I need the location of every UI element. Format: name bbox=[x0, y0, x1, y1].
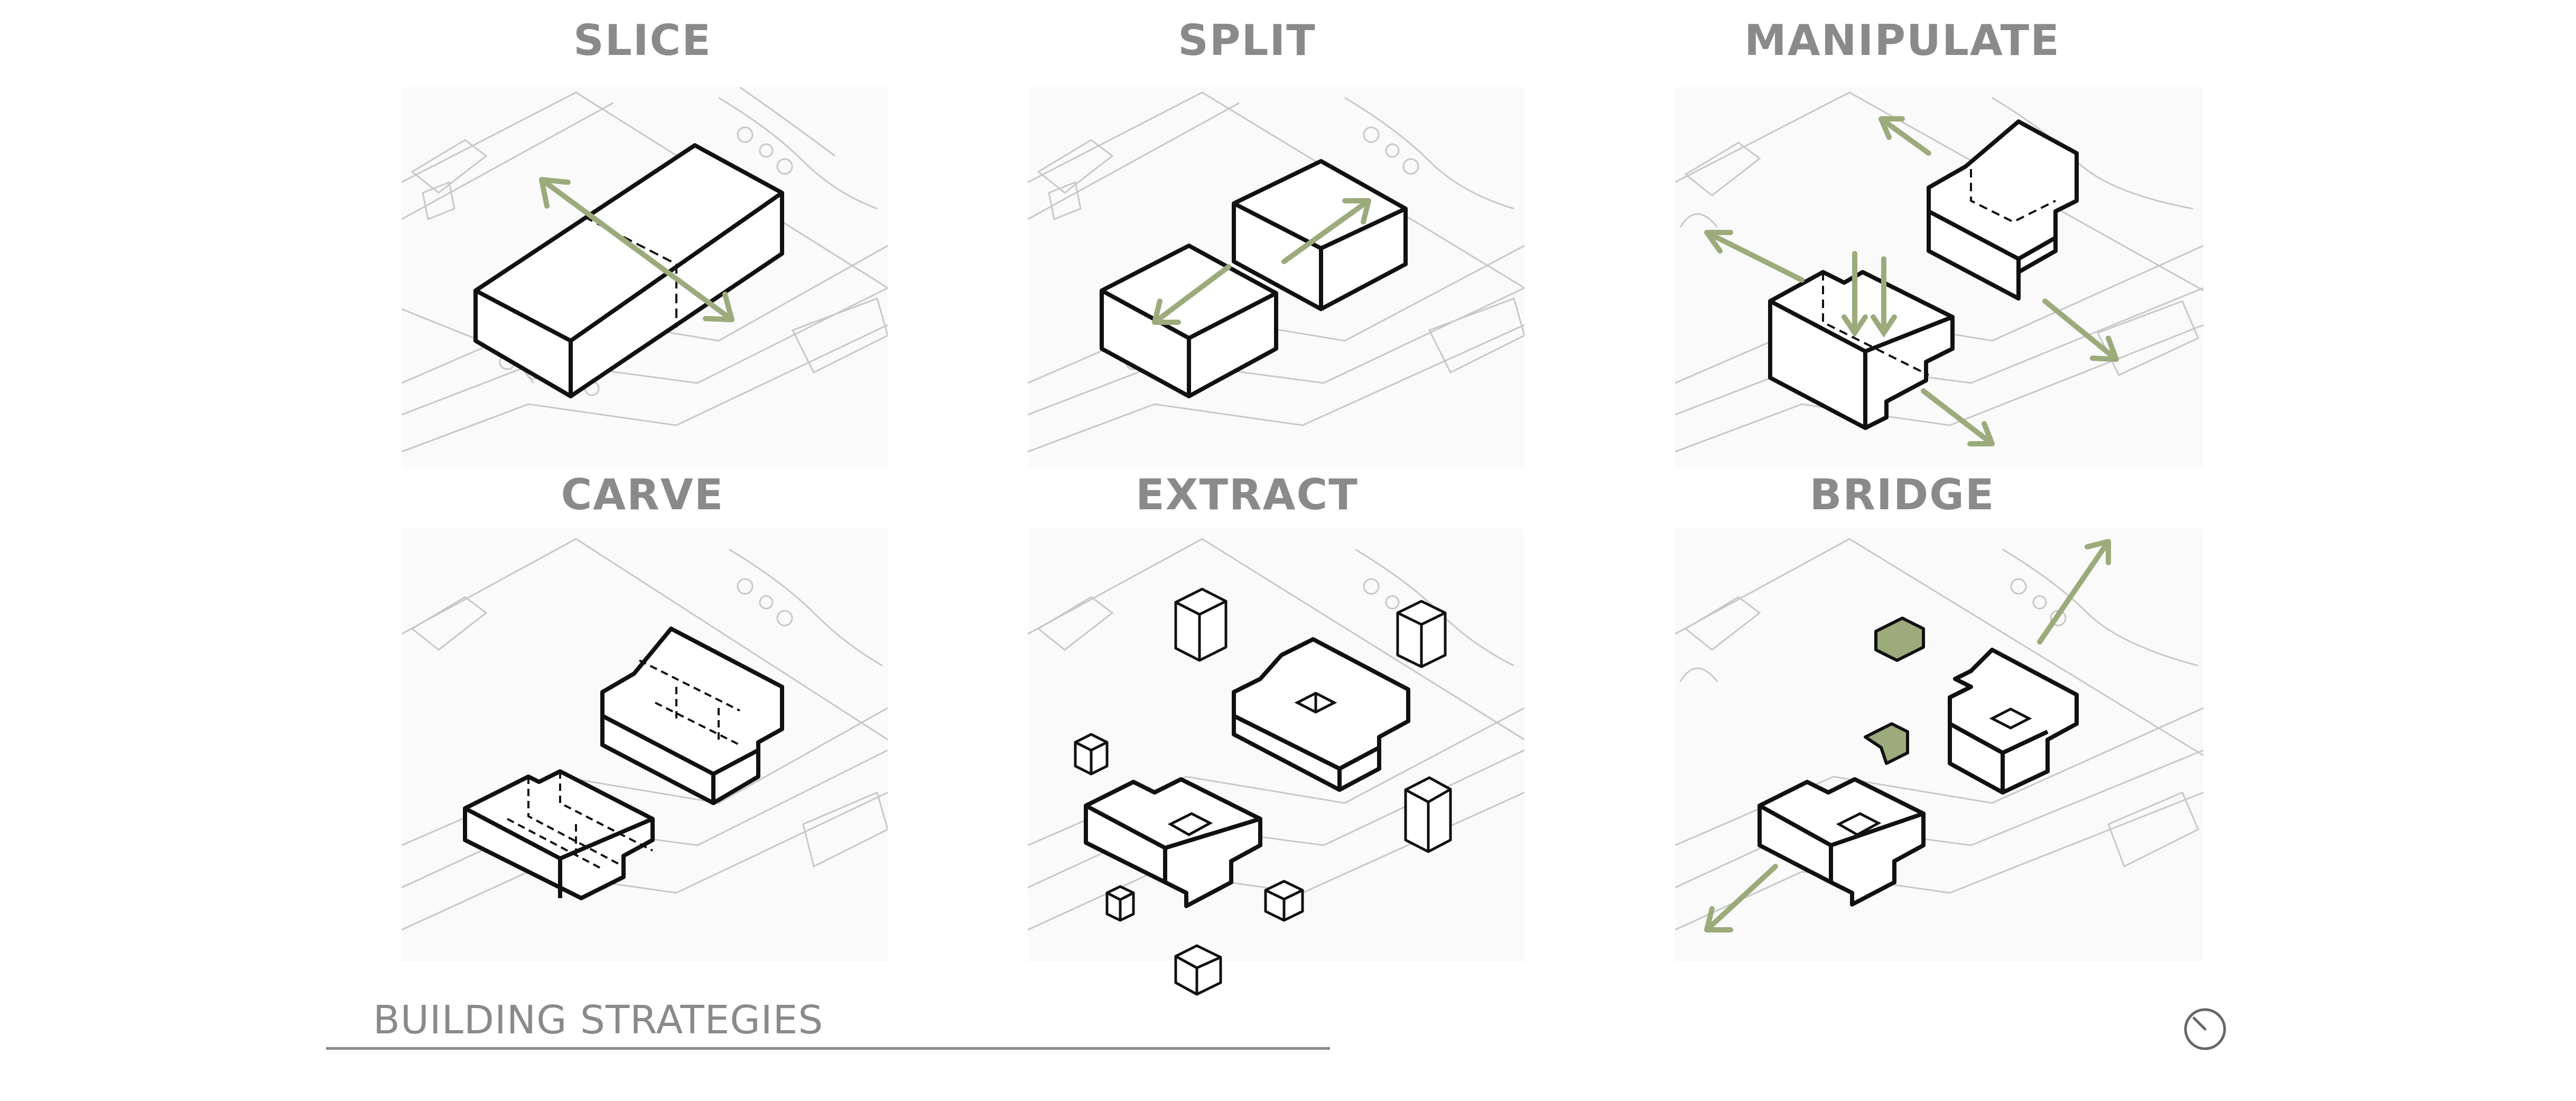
manipulate-dashed bbox=[1822, 169, 2056, 376]
bridge-courtyards bbox=[1836, 707, 2032, 836]
panel-bridge bbox=[1675, 528, 2203, 962]
title-underline bbox=[326, 1047, 1330, 1050]
panel-title-split: SPLIT bbox=[1178, 16, 1316, 65]
manipulate-mass-left bbox=[1768, 270, 1955, 430]
panel-slice bbox=[402, 87, 888, 468]
site-context bbox=[1675, 528, 2203, 962]
panel-title-manipulate: MANIPULATE bbox=[1744, 16, 2060, 65]
panel-extract bbox=[1028, 528, 1524, 996]
split-mass-left bbox=[1100, 244, 1278, 398]
carve-mass-left bbox=[463, 769, 655, 900]
bridge-links bbox=[1864, 617, 1925, 765]
slice-arrow bbox=[539, 177, 734, 322]
site-context bbox=[1675, 87, 2203, 468]
panel-split bbox=[1028, 87, 1524, 468]
manipulate-arrows bbox=[1704, 116, 2119, 446]
panel-title-extract: EXTRACT bbox=[1136, 470, 1359, 519]
panel-manipulate bbox=[1675, 87, 2203, 468]
bridge-arrows bbox=[1704, 539, 2111, 932]
panel-title-slice: SLICE bbox=[573, 16, 712, 65]
panel-title-bridge: BRIDGE bbox=[1809, 470, 1995, 519]
building-mass bbox=[473, 143, 784, 398]
extract-courtyards bbox=[1167, 692, 1337, 836]
extract-volumes bbox=[1074, 587, 1452, 996]
panel-title-carve: CARVE bbox=[561, 470, 724, 519]
extract-main-masses bbox=[1084, 637, 1410, 908]
manipulate-mass-right bbox=[1927, 119, 2079, 301]
panel-carve bbox=[402, 528, 888, 962]
split-arrows bbox=[1152, 198, 1371, 325]
carve-dashed bbox=[507, 659, 740, 870]
sheet-title: BUILDING STRATEGIES bbox=[373, 997, 824, 1043]
north-arrow-icon bbox=[2184, 1008, 2226, 1050]
carve-mass-right bbox=[600, 627, 784, 805]
